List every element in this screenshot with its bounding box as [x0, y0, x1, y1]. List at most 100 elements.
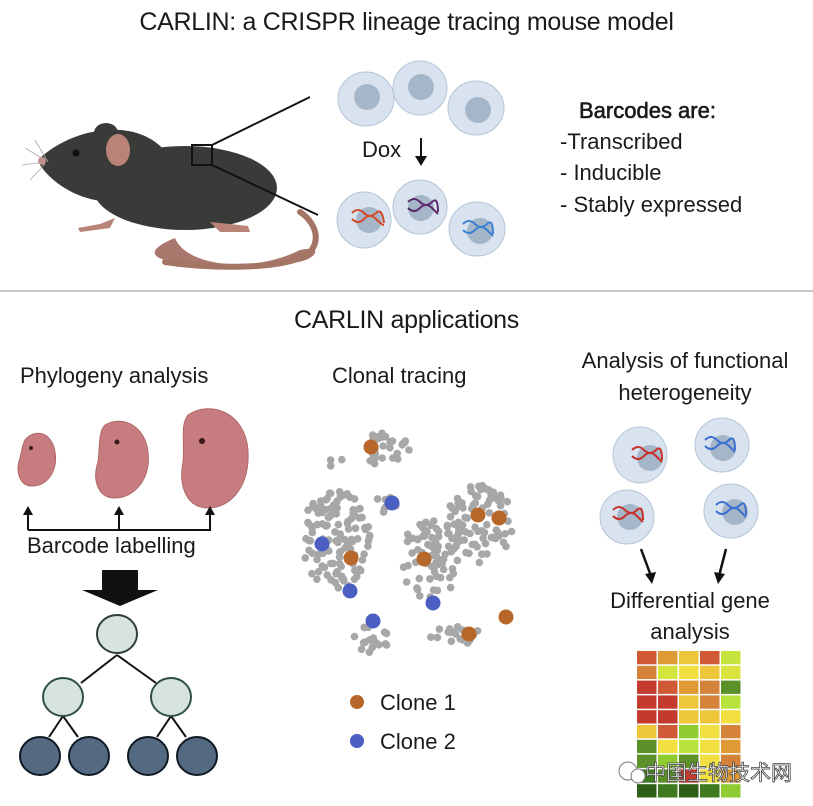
clone-2-legend-dot — [350, 734, 364, 748]
cell-point — [480, 528, 489, 537]
dna-blue-icon — [704, 436, 736, 453]
cell-point — [435, 625, 444, 633]
cell-point — [375, 641, 383, 649]
cell-point — [350, 632, 359, 641]
cell-point — [334, 584, 343, 592]
heatmap-cell — [658, 725, 678, 739]
cell-point — [340, 535, 349, 544]
cell-point — [332, 506, 340, 514]
cell-point — [357, 566, 365, 575]
functional-heading-line2: heterogeneity — [618, 380, 752, 405]
heatmap-cell — [637, 651, 657, 665]
barcode-property: -Transcribed — [560, 129, 683, 154]
cell-point — [336, 493, 345, 501]
cell-point — [304, 518, 312, 527]
heatmap-cell — [637, 739, 657, 754]
arrow-left-down — [639, 548, 653, 577]
cell-point — [413, 585, 422, 594]
cells-before-dox — [337, 60, 505, 136]
cell-point — [439, 565, 448, 574]
cell-point — [313, 575, 321, 583]
cell-point — [361, 638, 370, 646]
cell-point — [483, 520, 491, 529]
cell-point — [378, 454, 387, 462]
cell-point — [393, 449, 402, 458]
dna-red-icon — [612, 506, 644, 523]
clone-2-point — [384, 495, 400, 511]
heatmap-cell — [679, 725, 699, 739]
cell-point — [381, 640, 390, 648]
clone-1-legend-dot — [350, 695, 364, 709]
cell-point — [430, 568, 439, 576]
cell-point — [398, 441, 407, 449]
differential-line2: analysis — [650, 619, 730, 644]
cell-point — [350, 495, 359, 503]
cell-point — [477, 550, 486, 558]
embryo-illustrations — [17, 408, 249, 509]
heatmap-cell — [658, 754, 678, 768]
cell-point — [453, 556, 462, 565]
cell-point — [420, 526, 429, 534]
cell-point — [306, 536, 315, 545]
heatmap-cell — [679, 754, 699, 768]
heatmap-cell — [658, 651, 678, 665]
cell-point — [468, 540, 477, 549]
cell-point — [462, 548, 470, 557]
barcode-labelling-label: Barcode labelling — [27, 533, 196, 558]
functional-heading-line1: Analysis of functional — [581, 348, 789, 373]
heatmap-cell — [700, 710, 720, 724]
cell-point — [304, 506, 312, 514]
cell-point — [379, 508, 388, 516]
tree-node — [42, 677, 84, 717]
cell-point — [434, 532, 443, 541]
watermark-text: 中国生物技术网 — [645, 761, 793, 786]
cell-point — [438, 559, 447, 568]
cell-point — [445, 529, 453, 538]
functional-cells — [599, 417, 759, 545]
mouse-ear — [106, 134, 130, 166]
cell-point — [332, 569, 340, 578]
arrow-right-down — [717, 548, 728, 577]
differential-line1: Differential gene — [610, 588, 770, 613]
dox-label: Dox — [362, 137, 402, 162]
heatmap-cell — [637, 695, 657, 709]
heatmap-cell — [658, 665, 678, 680]
clone-1-legend-label: Clone 1 — [380, 690, 456, 715]
cell-point — [466, 483, 475, 491]
heatmap-cell — [637, 680, 657, 694]
clone-1-point — [416, 551, 432, 567]
clone-1-point — [461, 626, 477, 642]
cell-point — [334, 520, 343, 529]
cell-point — [424, 540, 432, 549]
heatmap-cell — [700, 651, 720, 665]
cell-point — [420, 532, 429, 541]
cell-point — [351, 524, 360, 533]
cell-point — [327, 576, 335, 584]
cell-point — [366, 531, 374, 540]
cell-point — [337, 573, 346, 582]
cell-point — [351, 566, 359, 575]
heatmap-cell — [658, 695, 678, 709]
cell-point — [443, 523, 452, 531]
cell-point — [344, 517, 352, 526]
heatmap-cell — [679, 651, 699, 665]
cell-point — [311, 504, 320, 513]
cell-point — [432, 524, 441, 533]
heatmap-cell — [721, 651, 741, 665]
cell-point — [503, 497, 512, 506]
clone-1-point — [343, 550, 359, 566]
tree-leaf-node — [127, 736, 169, 776]
cell-point — [502, 542, 510, 551]
clone-1-point — [498, 609, 514, 625]
heatmap-cell — [700, 784, 720, 798]
heatmap-cell — [637, 754, 657, 768]
cell-point — [349, 509, 358, 517]
cell-point — [322, 505, 330, 514]
heatmap-cell — [679, 710, 699, 724]
cell-point — [489, 533, 497, 542]
clone-2-point — [425, 595, 441, 611]
heatmap-cell — [679, 784, 699, 798]
cell-point — [449, 569, 458, 578]
heatmap-cell — [721, 665, 741, 680]
cell-point — [475, 558, 484, 567]
